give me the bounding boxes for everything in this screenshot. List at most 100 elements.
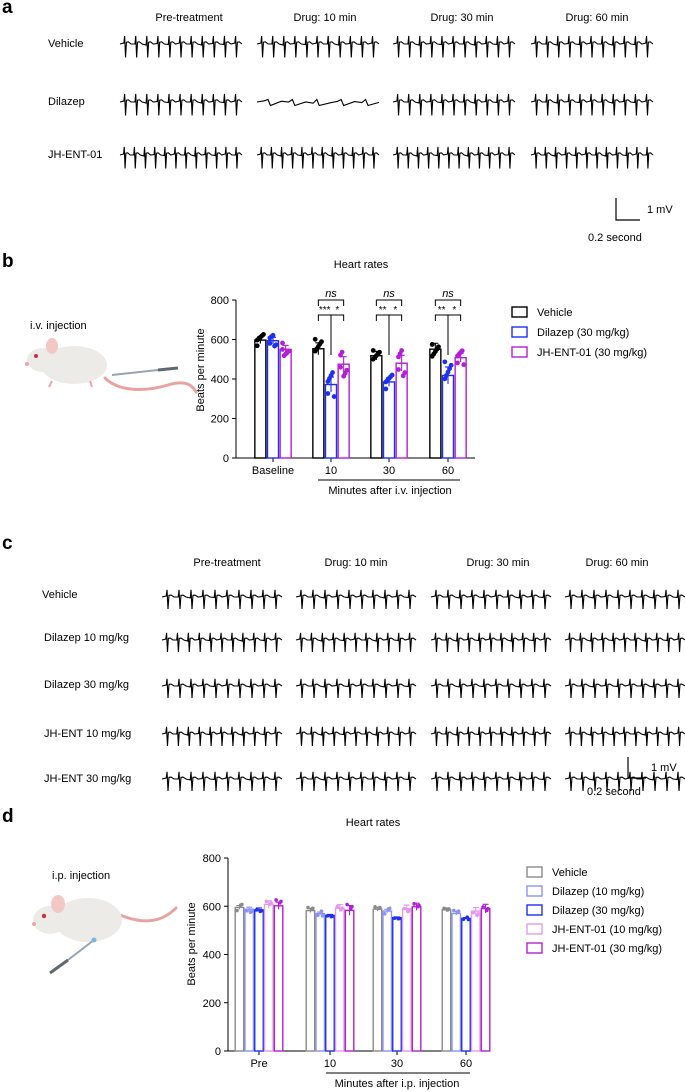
ip-legend-swatch [526, 942, 543, 954]
row-label-c-dilazep-30: Dilazep 30 mg/kg [44, 679, 129, 691]
ip-error-bar [246, 906, 253, 912]
panel-label-c: c [2, 533, 13, 554]
iv-x-tick-label: 10 [325, 465, 337, 477]
ecg-trace-c-r3-c2 [430, 726, 552, 747]
ip-data-point [345, 902, 349, 907]
iv-data-point [280, 346, 285, 352]
ip-data-point [406, 909, 410, 914]
iv-data-point [267, 335, 273, 341]
ecg-trace-a-r2-c2 [392, 146, 516, 169]
iv-data-point [370, 348, 376, 353]
iv-sig-bracket [330, 314, 345, 355]
ecg-trace-c-r0-c3 [564, 589, 685, 610]
ip-bar [441, 909, 452, 1052]
iv-y-tick-label: 200 [211, 414, 229, 426]
ecg-trace-c-r3-c1 [295, 726, 417, 747]
ip-data-point [235, 908, 239, 913]
iv-y-tick-label: 400 [211, 374, 229, 386]
iv-data-point [455, 360, 460, 366]
ip-data-point [335, 904, 340, 909]
ip-data-point [465, 915, 470, 919]
ecg-trace-c-r4-c3 [564, 771, 685, 792]
y-axis-label-iv: Beats per minute [195, 328, 207, 411]
ip-bar [334, 907, 345, 1052]
ip-data-point [258, 909, 263, 914]
ip-data-point [306, 905, 310, 910]
ip-data-point [315, 913, 320, 918]
iv-data-point [325, 379, 331, 384]
ip-data-point [320, 914, 325, 918]
col-header-c-pre-treatment: Pre-treatment [193, 557, 260, 569]
row-label-c-jh-ent-10: JH-ENT 10 mg/kg [44, 728, 131, 740]
ecg-trace-c-r4-c0 [161, 771, 283, 792]
ip-bar [344, 909, 355, 1052]
row-label-dilazep: Dilazep [48, 96, 85, 108]
ip-bar [411, 906, 422, 1052]
ip-bar [254, 909, 264, 1052]
iv-legend-swatch [511, 306, 528, 318]
iv-sig-bracket [317, 299, 345, 306]
iv-data-point [429, 342, 435, 347]
iv-y-tick-label: 800 [211, 295, 229, 307]
iv-data-point [442, 376, 448, 382]
iv-sig-bracket [375, 299, 403, 306]
iv-sig-label: ** [379, 305, 387, 316]
iv-legend-swatch [511, 346, 528, 358]
row-label-c-dilazep-10: Dilazep 10 mg/kg [44, 632, 129, 644]
scale-bar-time-a: 0.2 second [588, 232, 642, 244]
iv-data-point [312, 348, 318, 354]
ecg-traces-iv [119, 35, 654, 169]
ecg-trace-a-r0-c3 [530, 35, 654, 58]
bar-chart-ip: Heart rates Beats per minute Minutes aft… [186, 817, 662, 1090]
ip-legend-label: Dilazep (10 mg/kg) [552, 886, 644, 898]
iv-x-tick-label: 60 [442, 465, 454, 477]
ip-legend-label: Dilazep (30 mg/kg) [552, 905, 644, 917]
ecg-trace-c-r1-c3 [564, 632, 685, 653]
ecg-trace-a-r1-c3 [530, 93, 654, 116]
ecg-trace-c-r4-c1 [295, 771, 417, 792]
ip-data-point [254, 908, 259, 912]
ecg-trace-a-r2-c1 [256, 146, 380, 169]
ip-data-point [481, 905, 485, 909]
iv-sig-label: ns [325, 288, 337, 300]
panel-label-a: a [2, 0, 13, 18]
iv-bar [279, 348, 292, 459]
iv-legend-label: JH-ENT-01 (30 mg/kg) [537, 347, 647, 359]
ip-data-point [392, 916, 397, 920]
panel-c: c Pre-treatment Drug: 10 min Drug: 30 mi… [2, 533, 685, 798]
ip-x-tick-label: Pre [250, 1058, 267, 1070]
iv-sig-bracket [388, 314, 403, 355]
ip-data-point [461, 917, 466, 921]
ip-data-point [442, 906, 446, 911]
col-header-drug-30min: Drug: 30 min [431, 12, 494, 24]
panel-a: a Pre-treatment Drug: 10 min Drug: 30 mi… [2, 0, 673, 244]
ip-data-point [471, 910, 476, 915]
iv-data-point [442, 359, 448, 365]
ecg-trace-a-r0-c0 [119, 35, 243, 58]
scale-bar-voltage-a: 1 mV [647, 204, 673, 216]
ip-bar [470, 910, 481, 1052]
ip-bar [382, 910, 393, 1052]
ip-bar [372, 908, 383, 1052]
iv-legend-swatch [511, 326, 528, 338]
iv-data-point [254, 337, 260, 343]
iv-sig-label: * [452, 305, 456, 316]
ip-y-tick-label: 0 [215, 1046, 221, 1058]
ip-data-point [339, 907, 343, 912]
scale-bar-time-c: 0.2 second [587, 786, 641, 798]
iv-sig-label: *** [319, 305, 331, 316]
ecg-trace-a-r2-c3 [530, 146, 654, 169]
ip-data-point [386, 907, 391, 911]
scale-bar-voltage-c: 1 mV [651, 762, 677, 774]
row-label-c-vehicle: Vehicle [42, 589, 77, 601]
iv-x-tick-label: Baseline [252, 465, 294, 477]
ip-y-tick-label: 200 [203, 998, 221, 1010]
panel-b: b i.v. injection Heart rates Beats per m… [2, 251, 647, 497]
iv-data-point [325, 391, 331, 396]
ecg-trace-c-r2-c2 [430, 678, 552, 699]
iv-x-tick-label: 30 [383, 465, 395, 477]
